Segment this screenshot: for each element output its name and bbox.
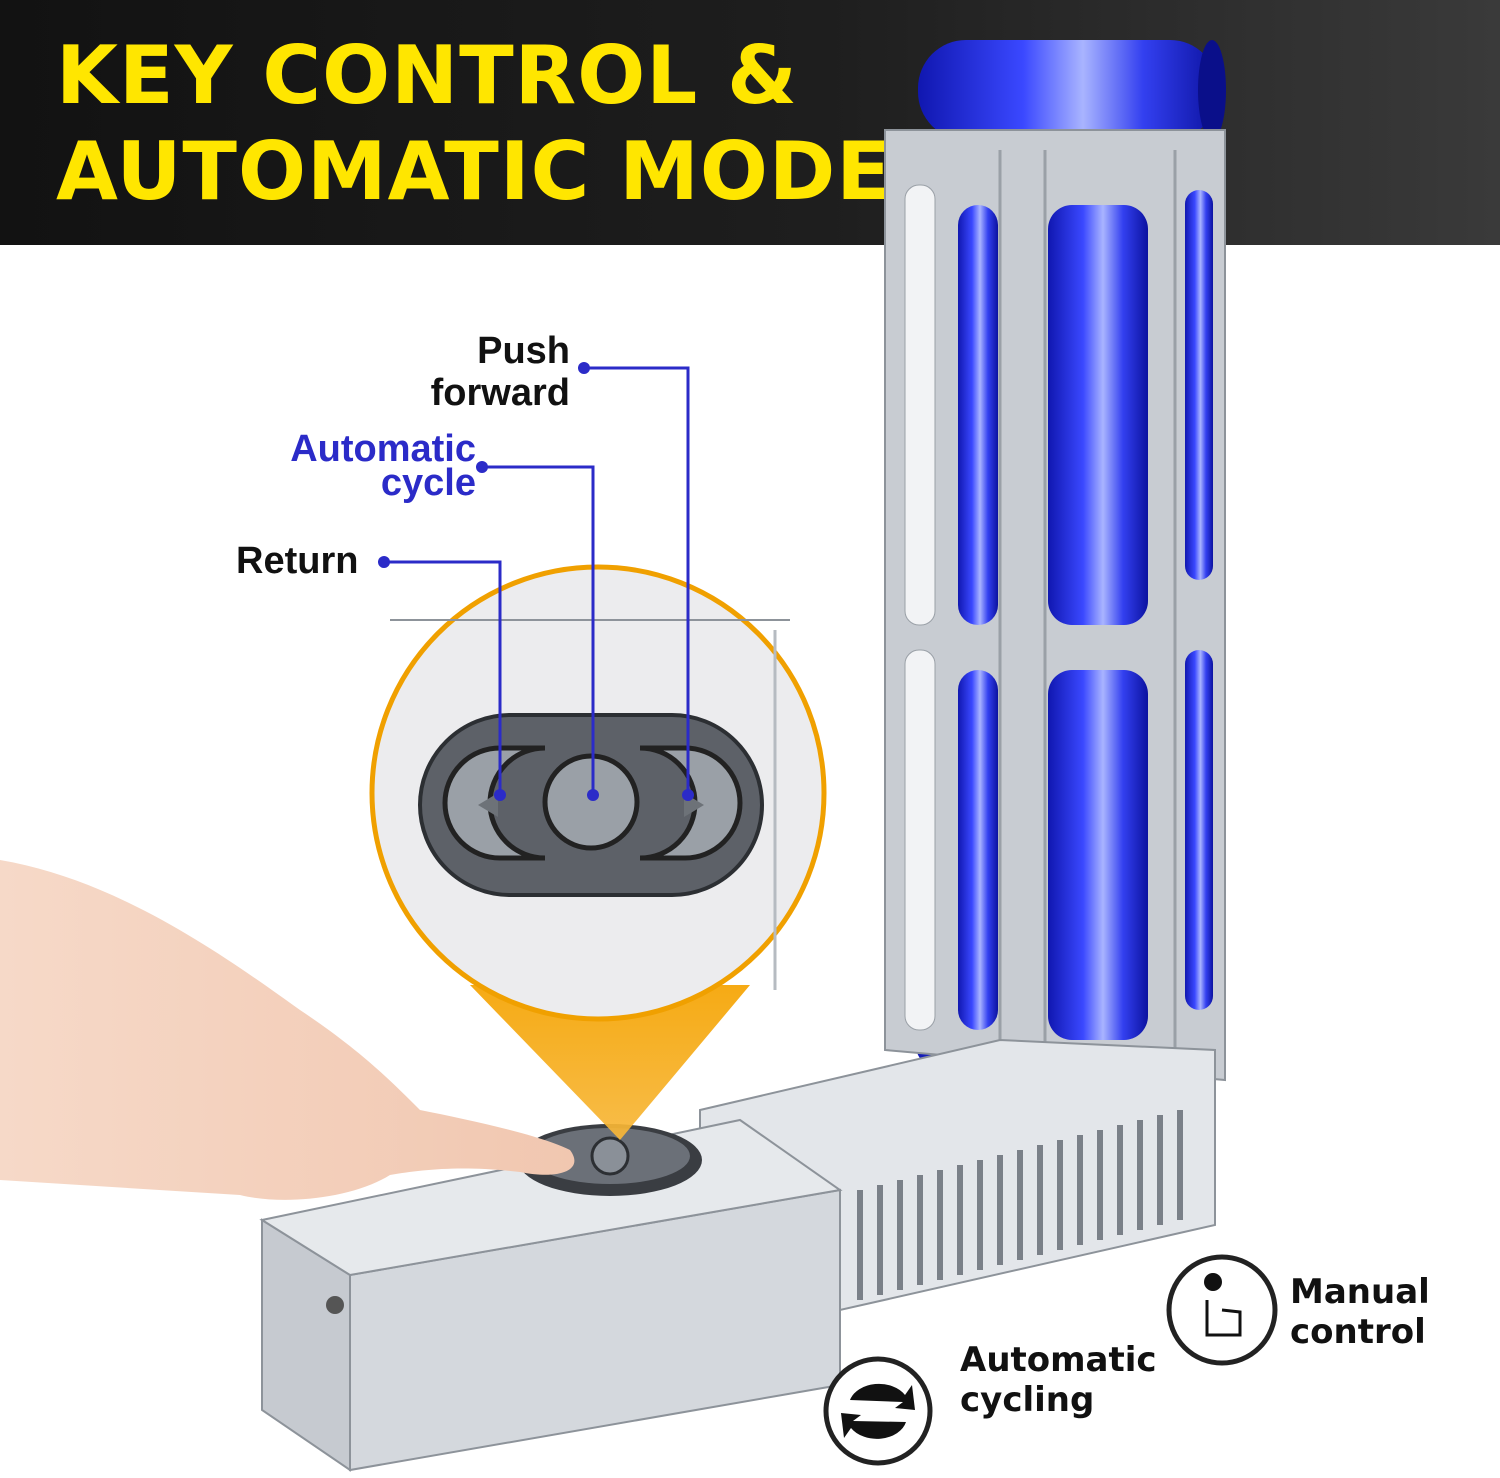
manual-control-label: Manual control <box>1290 1272 1430 1352</box>
push-dot <box>578 362 590 374</box>
headline-line-2: AUTOMATIC MODE <box>56 125 892 218</box>
return-dot <box>378 556 390 568</box>
hand-press-icon <box>1166 1254 1278 1366</box>
return-label: Return <box>236 540 359 582</box>
top-can <box>918 40 1226 140</box>
automatic-cycling-label: Automatic cycling <box>960 1340 1157 1420</box>
manual-line-2: control <box>1290 1312 1426 1352</box>
auto-line-1: Automatic <box>290 428 476 470</box>
push-line-2: forward <box>430 372 570 414</box>
zoom-cone <box>470 985 750 1140</box>
tower-bars <box>998 150 1177 1110</box>
headline: KEY CONTROL & AUTOMATIC MODE <box>56 28 892 220</box>
manual-line-1: Manual <box>1290 1272 1430 1312</box>
auto-cycling-line-1: Automatic <box>960 1340 1157 1380</box>
hand <box>0 860 575 1200</box>
headline-line-1: KEY CONTROL & <box>56 29 798 122</box>
auto-dot <box>476 461 488 473</box>
push-forward-label: Push forward <box>380 330 570 414</box>
auto-cycling-line-2: cycling <box>960 1380 1095 1420</box>
callout-lines <box>384 366 690 795</box>
keypad-small <box>518 1124 702 1196</box>
auto-line-2: cycle <box>380 462 476 504</box>
tower-windows <box>904 184 1213 1040</box>
automatic-cycle-label: Automatic cycle <box>232 428 476 504</box>
header-banner <box>0 0 1500 245</box>
cycle-arrows-icon <box>823 1356 933 1466</box>
push-line-1: Push <box>477 330 570 372</box>
